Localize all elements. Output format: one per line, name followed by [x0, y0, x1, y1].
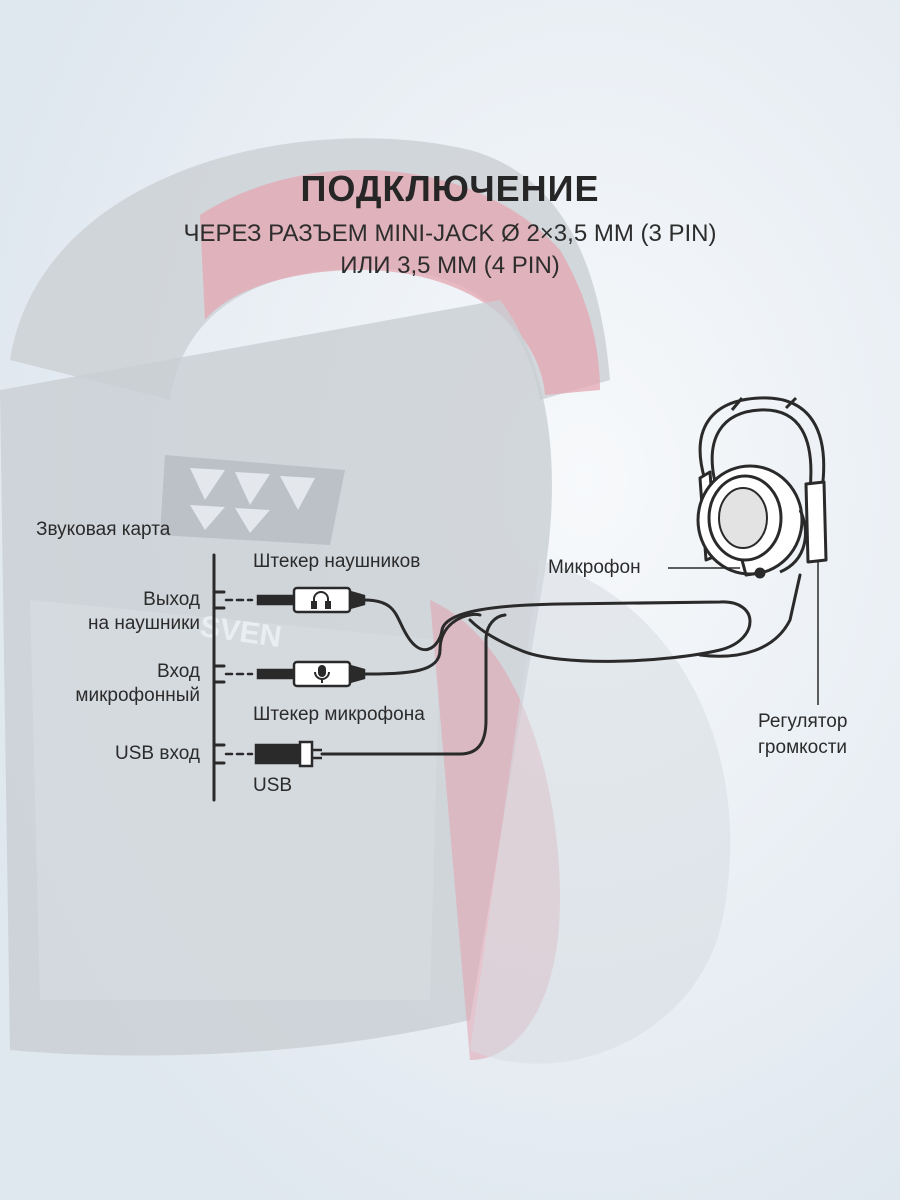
- port-label-headphone-out: Выход на наушники: [88, 589, 200, 634]
- port-icon: [212, 590, 226, 610]
- page-subtitle: ЧЕРЕЗ РАЗЪЕМ MINI-JACK Ø 2×3,5 ММ (3 PIN…: [183, 220, 717, 279]
- port-icon: [212, 743, 226, 765]
- port-icon: [212, 664, 226, 684]
- usb-plug-label: USB: [253, 775, 293, 796]
- cable: [320, 573, 802, 756]
- microphone-plug-label: Штекер микрофона: [253, 704, 425, 725]
- headphone-plug-label: Штекер наушников: [253, 551, 421, 572]
- page-title: ПОДКЛЮЧЕНИЕ: [300, 168, 600, 209]
- usb-plug: [254, 740, 322, 768]
- headphone-icon: [311, 591, 331, 609]
- port-label-usb-in: USB вход: [115, 743, 200, 764]
- leader-line: [668, 560, 819, 705]
- microphone-label: Микрофон: [548, 557, 641, 578]
- microphone-plug: [256, 660, 366, 688]
- sound-card-label: Звуковая карта: [36, 519, 171, 540]
- port-label-mic-in: Вход микрофонный: [75, 661, 200, 706]
- headphone-plug: [256, 586, 366, 614]
- microphone-icon: [314, 665, 330, 683]
- usb-plug-icon: [298, 740, 314, 768]
- volume-control-label: Регулятор громкости: [758, 711, 848, 758]
- headset-icon: [696, 396, 828, 579]
